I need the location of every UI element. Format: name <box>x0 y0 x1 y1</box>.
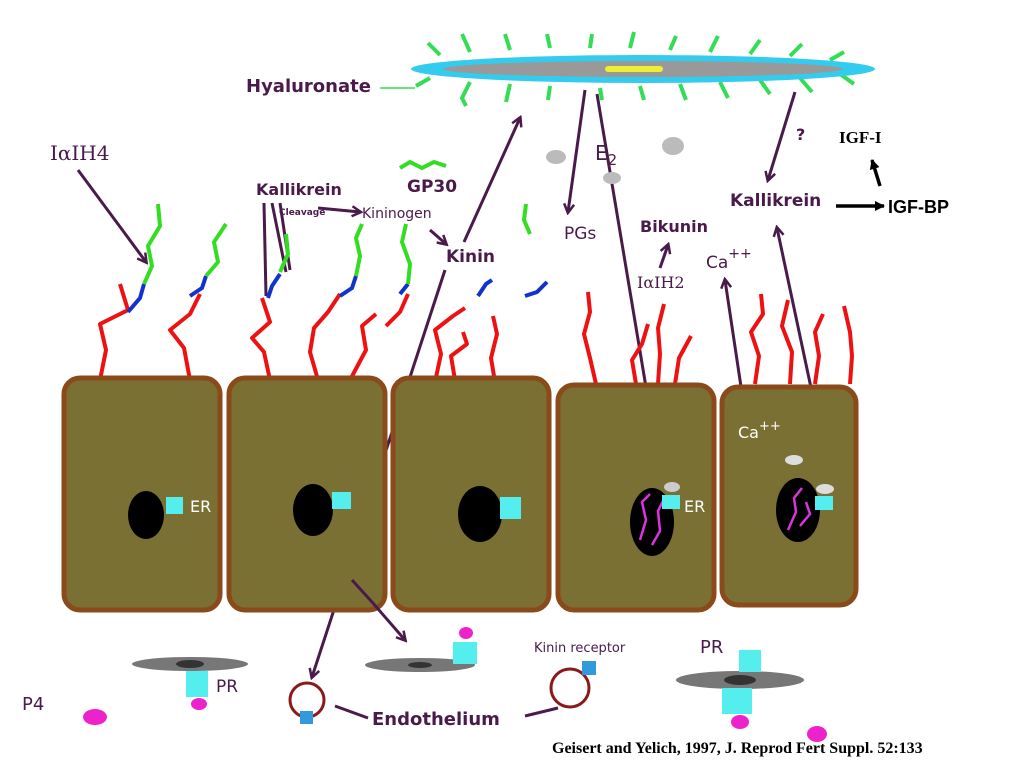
cell-nucleus <box>128 491 164 539</box>
hyaluronate-molecule <box>411 31 875 107</box>
kinin-hyaluronate-arrow <box>462 118 520 243</box>
iaih4-arrow <box>76 169 146 262</box>
progesterone-receptor-right <box>676 650 804 729</box>
cell-nucleus <box>776 478 820 542</box>
igf1-arrow <box>869 159 882 187</box>
ca-release-arrow <box>725 280 745 401</box>
hyaluronate-label: Hyaluronate <box>246 76 371 97</box>
pr-right-label: PR <box>700 637 723 658</box>
pg-particle <box>546 150 566 164</box>
iaih2-bikunin-arrow <box>658 245 668 269</box>
estrogen-receptor <box>332 492 351 509</box>
er-label-2: ER <box>684 497 705 516</box>
cell-nucleus <box>458 486 502 542</box>
estrogen-receptor <box>815 496 833 510</box>
kallikrein-left-label: Kallikrein <box>256 180 342 199</box>
epithelial-cell <box>719 384 859 608</box>
pg-particle <box>662 137 684 155</box>
cell-nucleus <box>293 484 333 536</box>
pgs-arrow <box>568 89 587 212</box>
pgs-label: PGs <box>564 224 596 244</box>
epithelial-cell <box>61 375 223 613</box>
er-label-1: ER <box>190 497 211 516</box>
kinin-label: Kinin <box>446 247 495 267</box>
epithelial-cell <box>390 375 552 613</box>
progesterone-molecule <box>807 726 827 742</box>
p4-molecule <box>83 709 107 725</box>
endothelium-label: Endothelium <box>372 709 500 730</box>
kinin-receptor-label: Kinin receptor <box>534 641 626 656</box>
pr-left-label: PR <box>216 677 238 697</box>
cleavage-arrow <box>317 208 360 212</box>
progesterone-receptor-left <box>132 657 248 710</box>
iaih2-label: IαIH2 <box>637 273 685 292</box>
kallikrein-right-arrow <box>768 91 797 180</box>
igf1-label: IGF-I <box>839 128 882 147</box>
endothelial-cell-right <box>549 661 596 709</box>
ca-top-label: Ca++ <box>706 246 752 273</box>
glycocalyx-chains <box>98 203 854 385</box>
ca-cell-label: Ca++ <box>738 419 781 442</box>
gp30-label: GP30 <box>407 177 457 197</box>
endothelium-leader-right <box>524 706 559 718</box>
basal-secretion-arrow <box>350 578 405 640</box>
kininogen-label: Kininogen <box>362 206 432 222</box>
bikunin-label: Bikunin <box>640 217 708 236</box>
progesterone-receptor-middle <box>365 627 477 672</box>
kininogen-kinin-arrow <box>429 228 446 244</box>
citation: Geisert and Yelich, 1997, J. Reprod Fert… <box>552 740 923 757</box>
gp30-chain <box>398 159 447 171</box>
igfbp-label: IGF-BP <box>888 197 949 217</box>
estrogen-receptor <box>500 497 521 519</box>
kinin-receptor-square <box>582 661 596 675</box>
question-mark: ? <box>796 125 805 144</box>
epithelial-cell <box>226 375 388 613</box>
endothelium-leader-left <box>334 704 369 720</box>
p4-label: P4 <box>22 694 44 715</box>
estrogen-receptor <box>166 497 183 514</box>
estrogen-receptor <box>662 495 680 509</box>
pg-particle <box>603 172 621 184</box>
iaih4-label: IαIH4 <box>50 141 109 165</box>
endothelial-cell-left <box>288 681 326 724</box>
epithelial-cell <box>555 382 717 613</box>
kallikrein-right-label: Kallikrein <box>730 191 821 211</box>
cleavage-label: Cleavage <box>279 208 325 218</box>
